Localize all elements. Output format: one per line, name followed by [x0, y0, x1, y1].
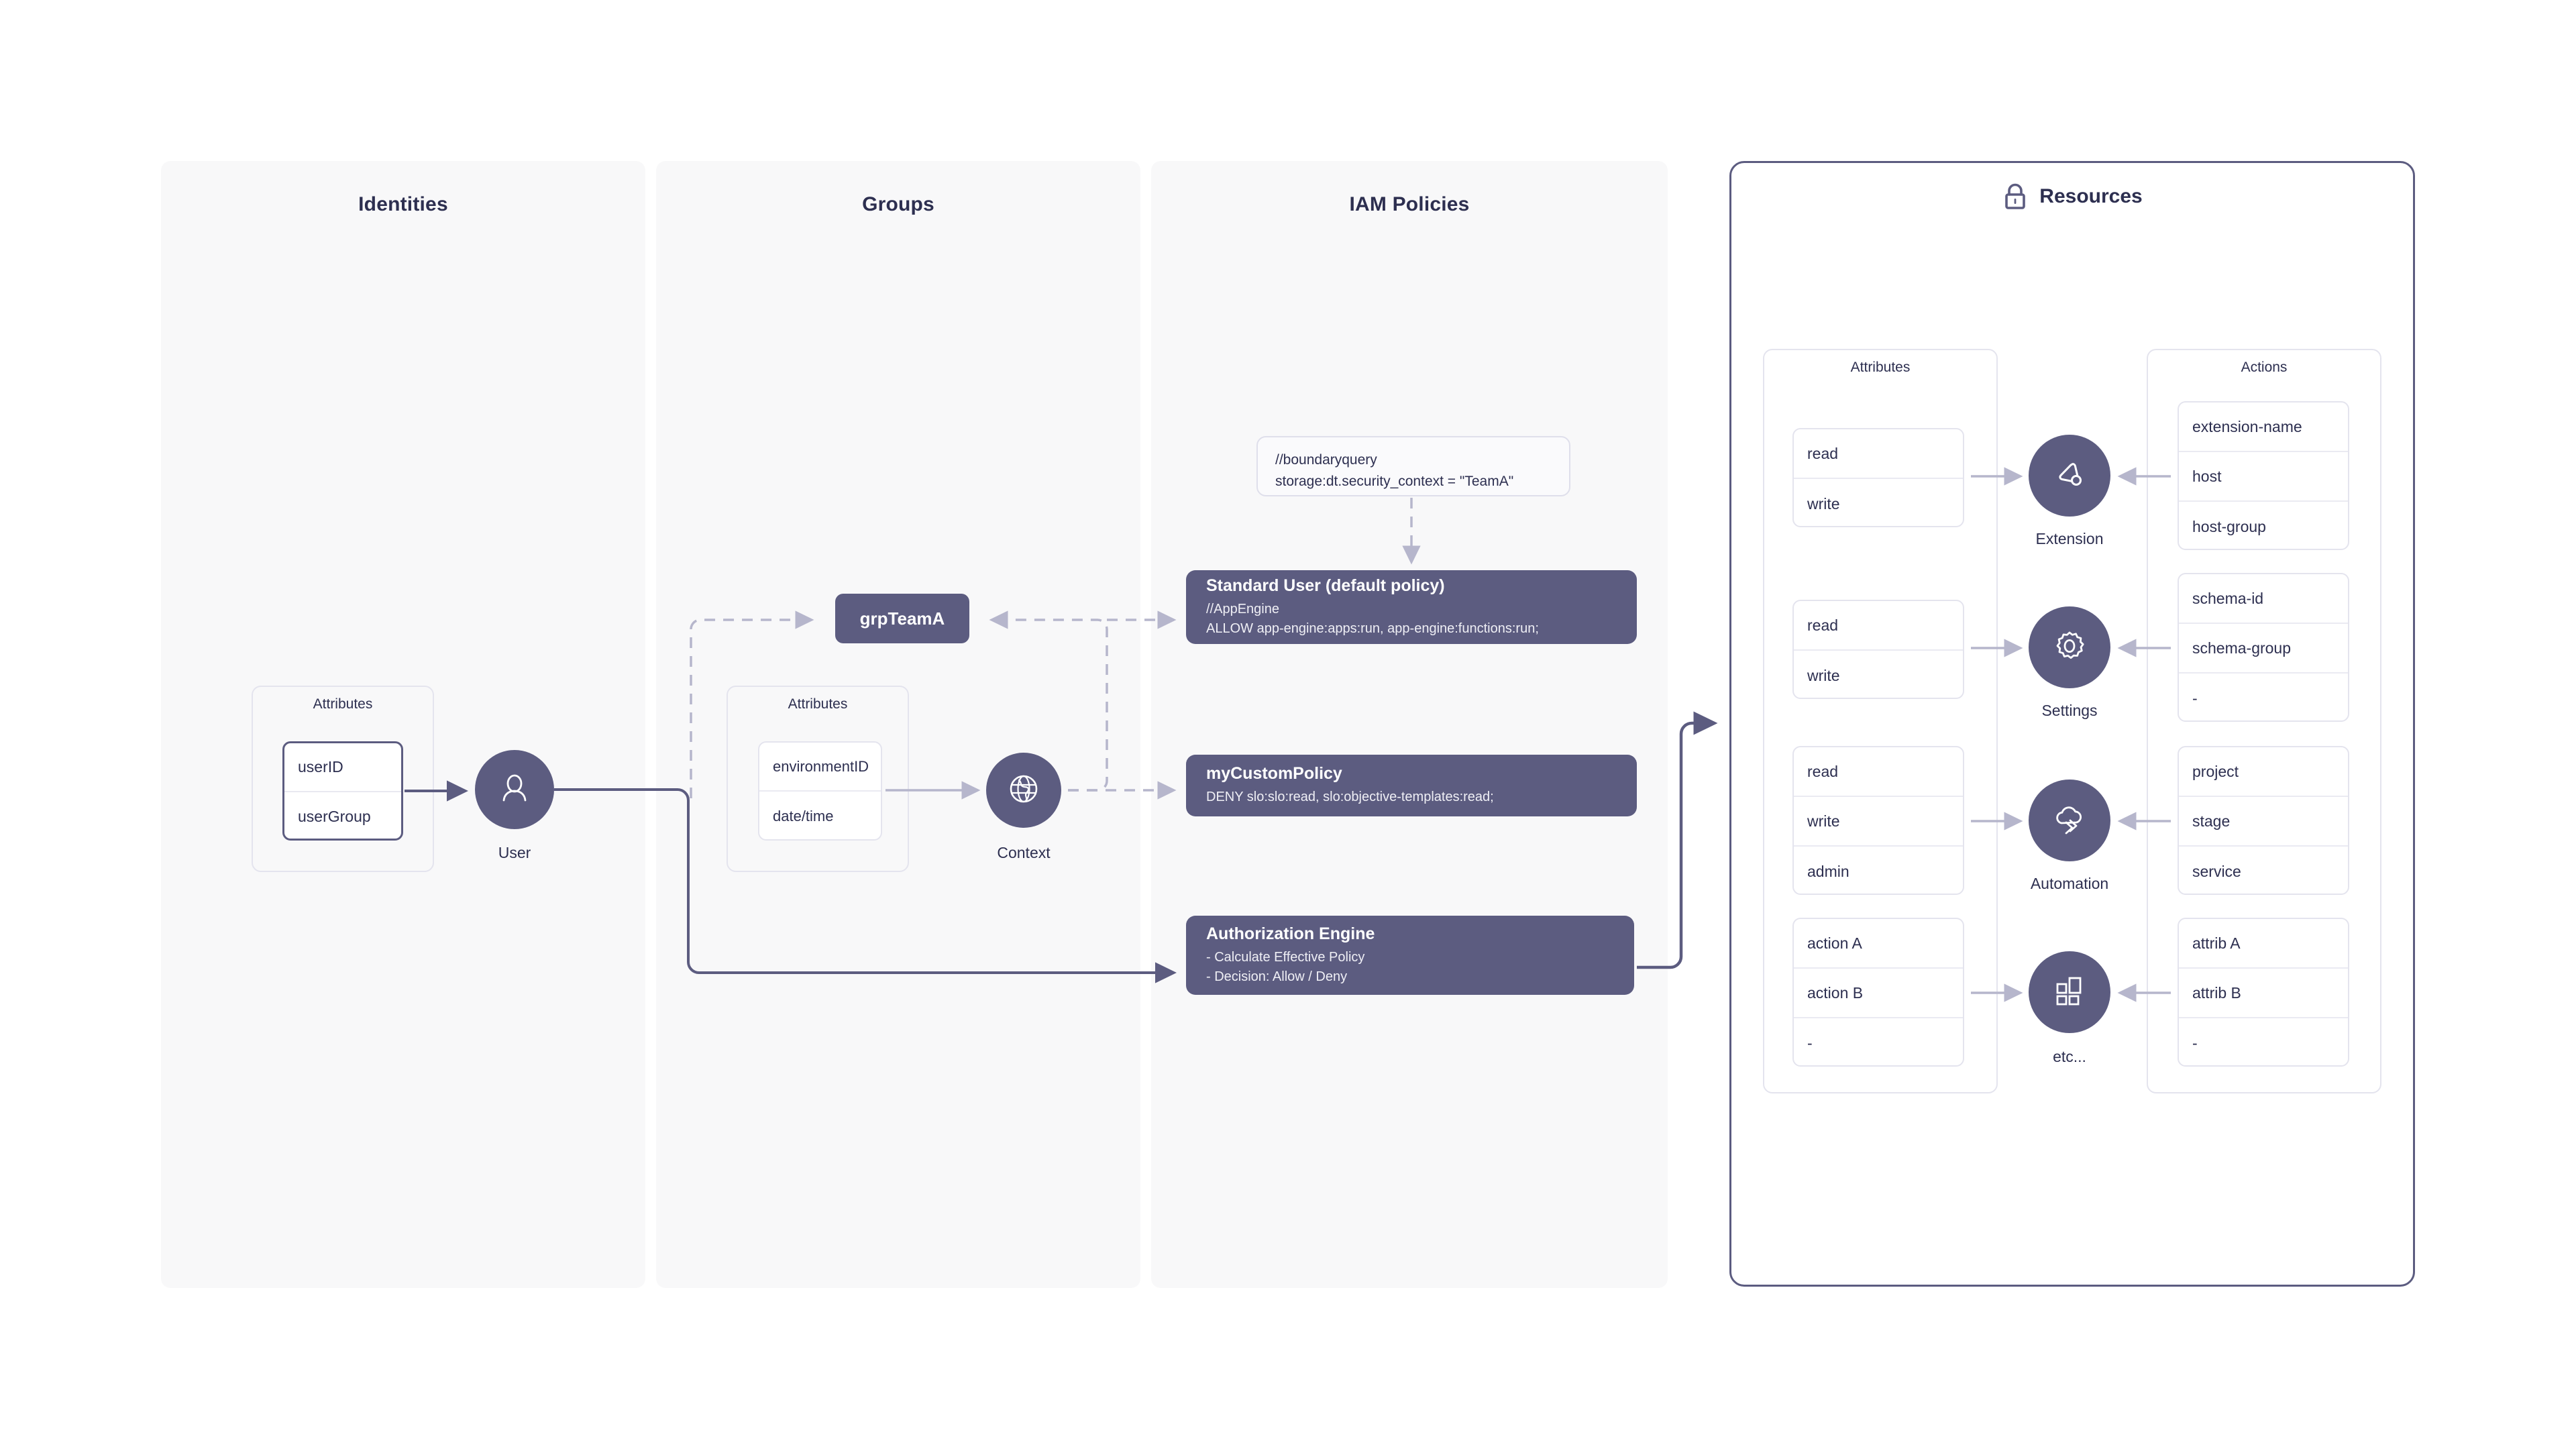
policy-card-authorization-engine[interactable]: Authorization Engine - Calculate Effecti…: [1186, 916, 1634, 995]
policy-card-mycustompolicy[interactable]: myCustomPolicy DENY slo:slo:read, slo:ob…: [1186, 755, 1637, 816]
resources-attributes-header: Attributes: [1850, 360, 1911, 375]
attribute-row: userGroup: [298, 808, 371, 825]
attribute-row: read: [1794, 601, 1963, 651]
attribute-row: -: [1807, 1034, 1813, 1052]
panel-identities: [161, 161, 645, 1288]
identities-attributes-group: Attributes: [252, 686, 434, 872]
identities-attributes-title: Attributes: [313, 696, 373, 712]
resource-node-label: etc...: [2053, 1048, 2086, 1065]
resource-node-label: Extension: [2035, 530, 2104, 547]
action-row: attrib B: [2179, 969, 2348, 1018]
identities-attributes-box: userID userGroup: [282, 741, 403, 841]
action-row: service: [2192, 862, 2241, 880]
identity-node-user[interactable]: [475, 750, 554, 829]
globe-icon: [1006, 771, 1042, 810]
resource-node-automation[interactable]: [2029, 780, 2110, 861]
boundary-query-note: //boundaryquery storage:dt.security_cont…: [1256, 436, 1570, 496]
resource-node-extension[interactable]: [2029, 435, 2110, 517]
column-title-iam-policies: IAM Policies: [1349, 193, 1470, 215]
policy-title: Authorization Engine: [1206, 924, 1375, 943]
attribute-row: environmentID: [759, 743, 881, 792]
action-row: host-group: [2192, 517, 2266, 535]
column-title-groups: Groups: [862, 193, 934, 215]
groups-node-context[interactable]: [986, 753, 1061, 828]
groups-attributes-title: Attributes: [788, 696, 848, 712]
resources-title: Resources: [2039, 185, 2143, 207]
action-row: extension-name: [2179, 402, 2348, 452]
resources-actions-header: Actions: [2241, 360, 2288, 375]
policy-title: Standard User (default policy): [1206, 576, 1445, 595]
action-row: -: [2192, 689, 2198, 707]
policy-card-standard-user[interactable]: Standard User (default policy) //AppEngi…: [1186, 570, 1637, 644]
gear-icon: [2050, 627, 2089, 669]
resources-attributes-column: Attributes: [1763, 349, 1998, 1093]
resources-actions-column: Actions: [2147, 349, 2381, 1093]
action-row: schema-group: [2179, 624, 2348, 674]
attribute-row: userID: [284, 743, 401, 792]
resource-attributes-box: read write: [1792, 600, 1964, 699]
identity-node-label: User: [498, 844, 531, 861]
attribute-row: action A: [1794, 919, 1963, 969]
resource-node-label: Automation: [2030, 875, 2109, 892]
resource-actions-box: extension-name host host-group: [2178, 401, 2349, 550]
resource-attributes-box: action A action B -: [1792, 918, 1964, 1067]
resource-node-etc[interactable]: [2029, 951, 2110, 1033]
resources-header: Resources: [1729, 182, 2415, 211]
action-row: schema-id: [2179, 574, 2348, 624]
resource-actions-box: schema-id schema-group -: [2178, 573, 2349, 722]
user-icon: [496, 769, 533, 810]
policy-title: myCustomPolicy: [1206, 764, 1342, 783]
policy-line: - Calculate Effective Policy: [1206, 949, 1365, 965]
policy-line: - Decision: Allow / Deny: [1206, 969, 1348, 984]
groups-node-label: Context: [997, 844, 1051, 861]
panel-resources: [1729, 161, 2415, 1287]
action-row: host: [2179, 452, 2348, 502]
attribute-row: action B: [1794, 969, 1963, 1018]
attribute-row: read: [1794, 429, 1963, 479]
group-chip-label: grpTeamA: [859, 608, 945, 629]
lock-icon: [2002, 182, 2029, 211]
group-chip-grpteama[interactable]: grpTeamA: [835, 594, 969, 643]
extension-icon: [2050, 455, 2089, 497]
policy-line: DENY slo:slo:read, slo:objective-templat…: [1206, 790, 1494, 804]
action-row: attrib A: [2179, 919, 2348, 969]
boundary-query-line-2: storage:dt.security_context = "TeamA": [1275, 473, 1514, 489]
attribute-row: admin: [1807, 862, 1849, 880]
attribute-row: write: [1807, 494, 1840, 513]
attribute-row: read: [1794, 747, 1963, 797]
boundary-query-line-1: //boundaryquery: [1275, 452, 1377, 468]
attribute-row: date/time: [773, 807, 834, 824]
resource-actions-box: project stage service: [2178, 746, 2349, 895]
attribute-row: write: [1794, 797, 1963, 847]
resource-node-label: Settings: [2041, 702, 2098, 719]
resource-node-settings[interactable]: [2029, 606, 2110, 688]
resource-attributes-box: read write: [1792, 428, 1964, 527]
attribute-row: write: [1807, 666, 1840, 684]
resource-actions-box: attrib A attrib B -: [2178, 918, 2349, 1067]
grid-blocks-icon: [2051, 973, 2088, 1012]
automation-cloud-icon: [2050, 800, 2089, 842]
groups-attributes-box: environmentID date/time: [758, 741, 882, 841]
resource-attributes-box: read write admin: [1792, 746, 1964, 895]
panel-iam-policies: [1151, 161, 1668, 1288]
policy-line: //AppEngine: [1206, 601, 1279, 616]
policy-line: ALLOW app-engine:apps:run, app-engine:fu…: [1206, 621, 1539, 636]
action-row: project: [2179, 747, 2348, 797]
column-title-identities: Identities: [358, 193, 448, 215]
action-row: stage: [2179, 797, 2348, 847]
action-row: -: [2192, 1034, 2198, 1052]
